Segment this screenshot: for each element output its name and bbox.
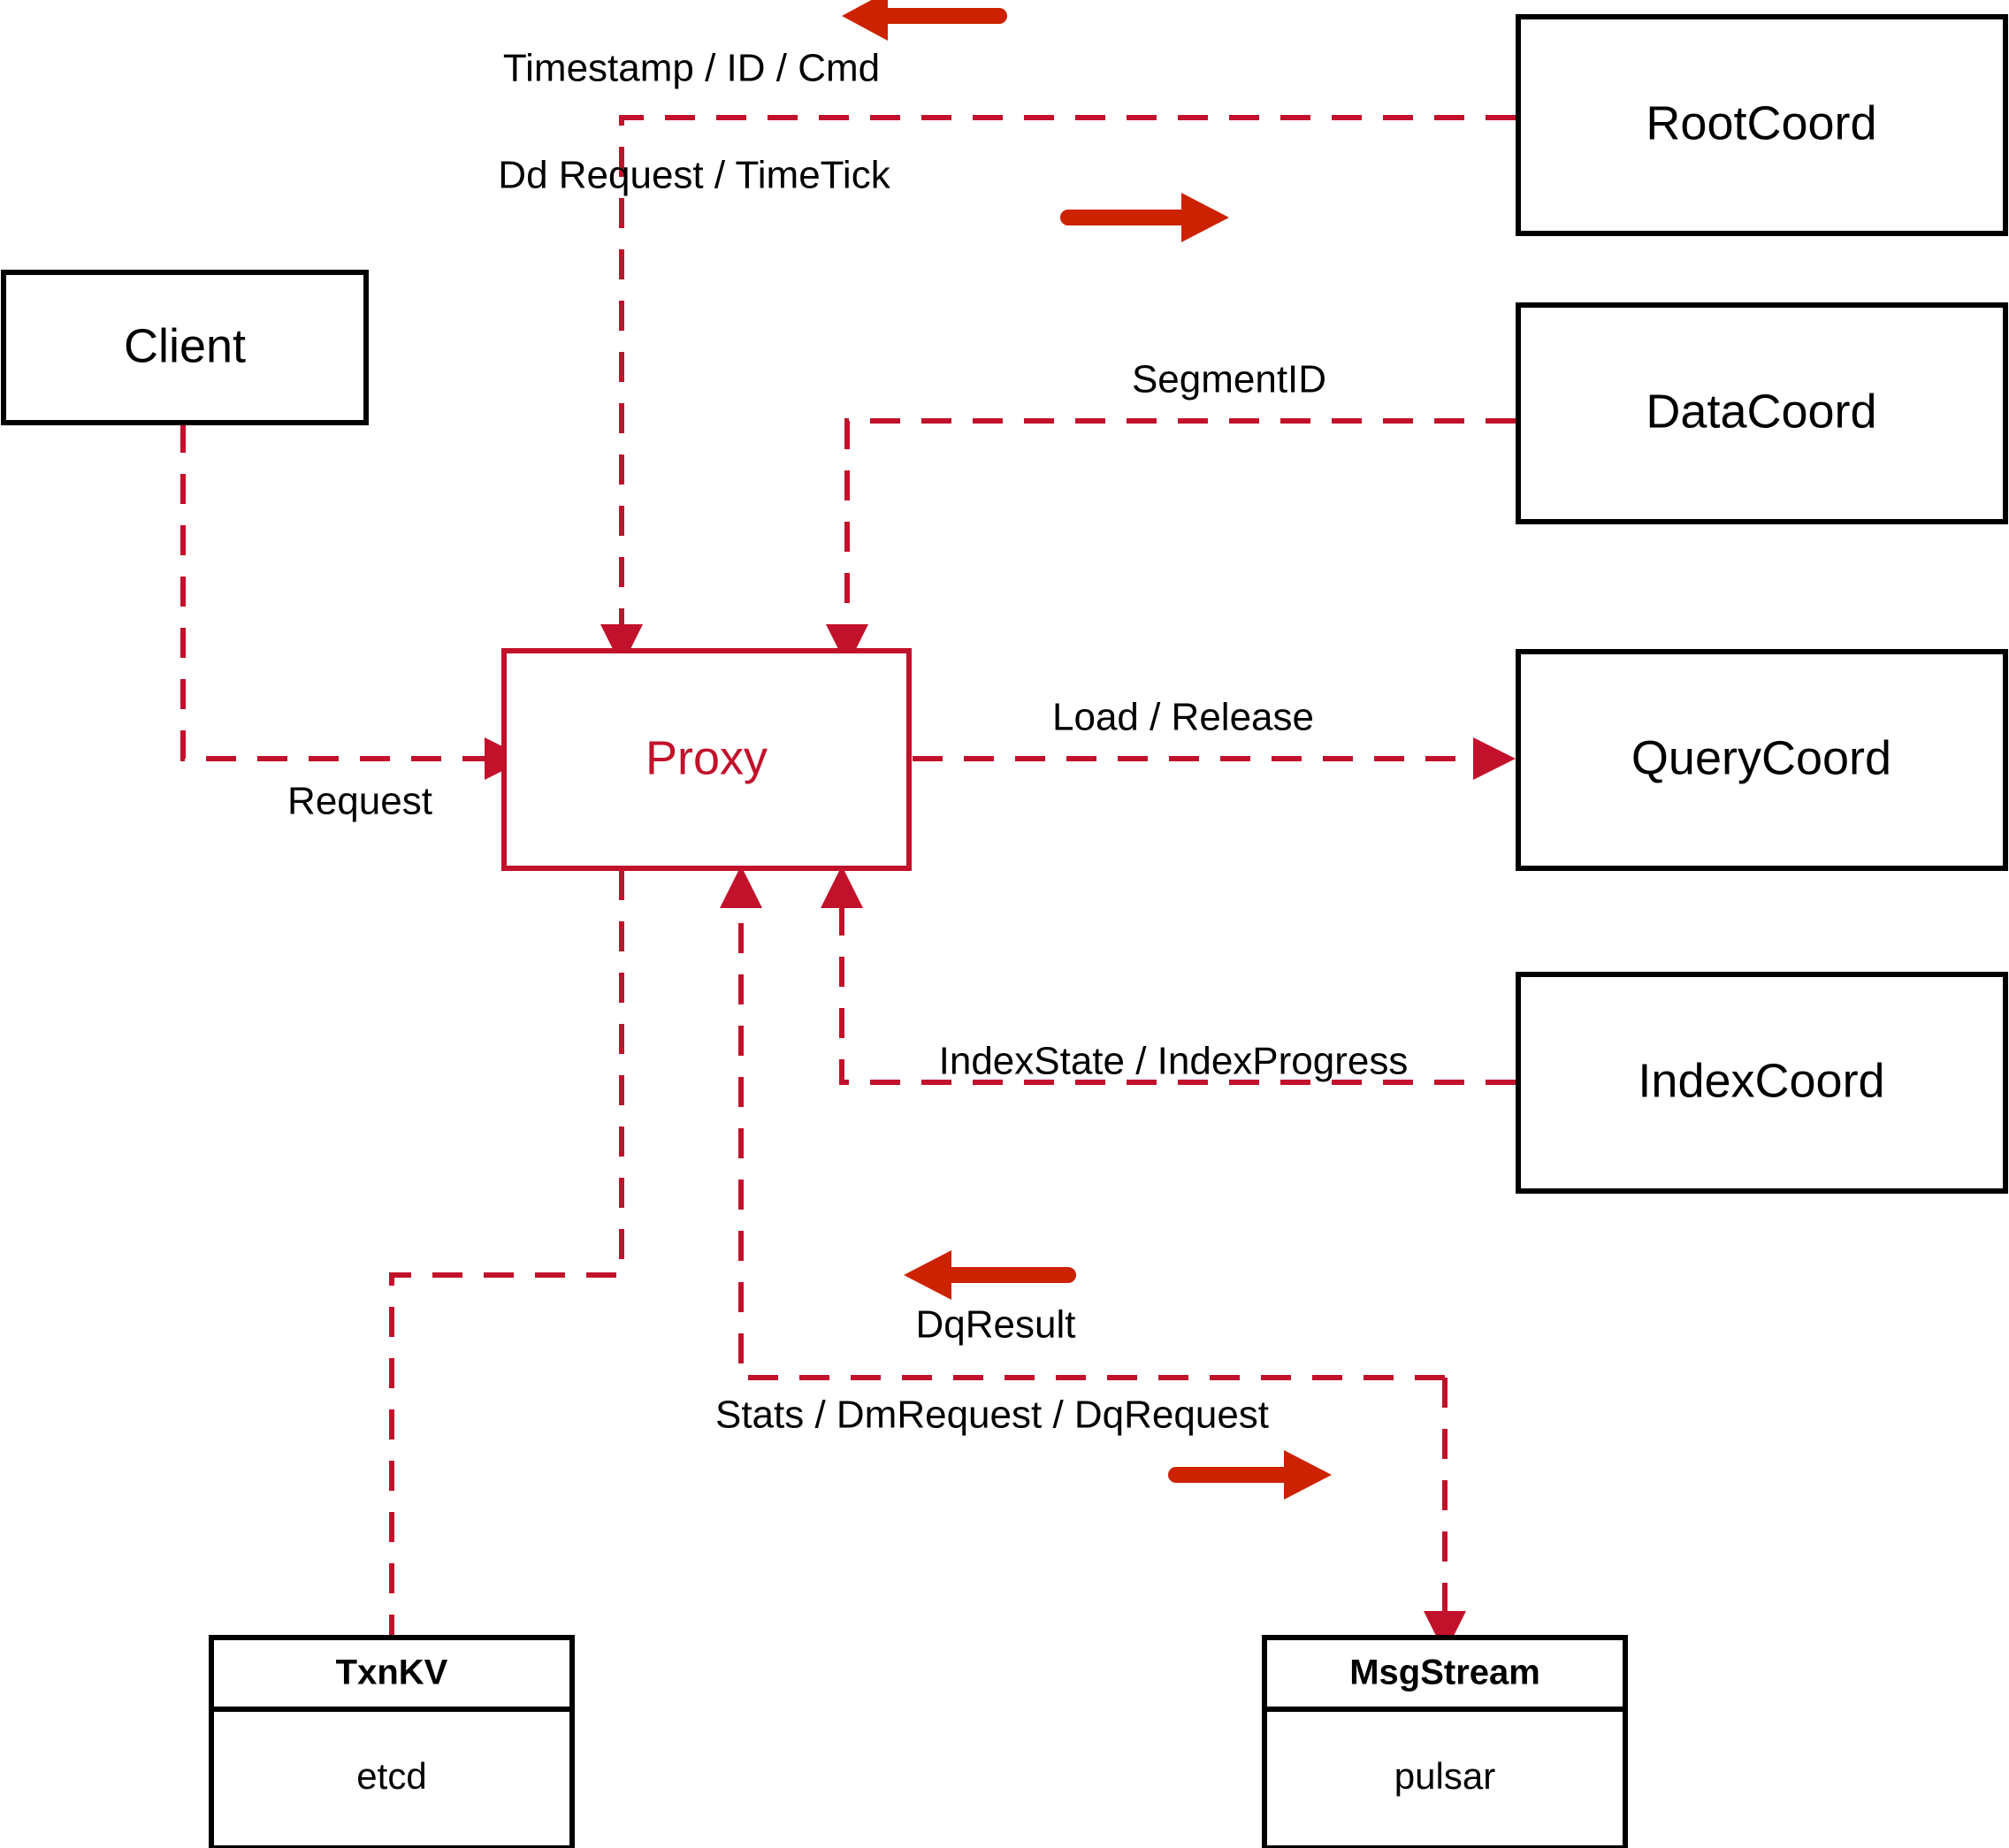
edge-indexcoord-to-proxy [821, 866, 1516, 1085]
client-box[interactable] [1, 270, 369, 425]
direction-marker-ddrequest-right-arrow [1060, 193, 1229, 242]
timestamp-arrow-head-icon [842, 0, 888, 41]
datacoord-label: DataCoord [1646, 385, 1876, 438]
txnkv-title: TxnKV [336, 1653, 448, 1692]
txnkv-box[interactable] [209, 1635, 575, 1848]
edge-label-ddrequest: Dd Request / TimeTick [498, 154, 890, 197]
msgstream-impl: pulsar [1394, 1755, 1495, 1797]
edge-datacoord-to-proxy [826, 418, 1516, 667]
node-datacoord[interactable]: DataCoord [1516, 302, 2008, 524]
edge-proxy-to-txnkv [389, 870, 624, 1638]
direction-marker-timestamp-left-arrow [842, 0, 1007, 41]
edge-path-segmentid [844, 418, 1516, 624]
edge-path-timestamp [619, 115, 1516, 624]
node-rootcoord[interactable]: RootCoord [1516, 14, 2008, 236]
edge-label-segmentid: SegmentID [1132, 358, 1326, 401]
indexcoord-box[interactable] [1516, 972, 2008, 1194]
node-txnkv[interactable]: TxnKV etcd [209, 1635, 575, 1848]
edge-label-timestamp: Timestamp / ID / Cmd [503, 47, 880, 90]
direction-marker-dqrequest-right-arrow [1168, 1450, 1332, 1500]
edge-path-txnkv [389, 870, 624, 1638]
edge-rootcoord-to-proxy [600, 115, 1516, 667]
edge-label-request: Request [287, 780, 432, 823]
arrowhead-dqresult [720, 866, 762, 908]
proxy-box[interactable] [501, 648, 912, 871]
arrowhead-dqrequest [1424, 1611, 1466, 1653]
direction-marker-dqresult-left-arrow [904, 1250, 1076, 1300]
dqrequest-arrow-head-icon [1284, 1450, 1332, 1500]
msgstream-title: MsgStream [1349, 1653, 1540, 1692]
rootcoord-box[interactable] [1516, 14, 2008, 236]
datacoord-box[interactable] [1516, 302, 2008, 524]
node-proxy[interactable]: Proxy [501, 648, 912, 871]
edge-msgstream-to-proxy [720, 866, 1445, 1380]
proxy-label: Proxy [645, 731, 768, 784]
edge-path-dqresult [738, 908, 1445, 1380]
edge-label-loadrelease: Load / Release [1052, 696, 1314, 739]
edge-proxy-to-msgstream [1424, 1378, 1466, 1653]
ddrequest-arrow-head-icon [1181, 193, 1229, 242]
edge-proxy-to-querycoord [913, 737, 1516, 780]
querycoord-box[interactable] [1516, 649, 2008, 871]
edge-label-dqrequest: Stats / DmRequest / DqRequest [715, 1394, 1269, 1437]
edge-label-dqresult: DqResult [916, 1303, 1076, 1347]
node-client[interactable]: Client [1, 270, 369, 425]
txnkv-impl: etcd [356, 1755, 426, 1797]
node-msgstream[interactable]: MsgStream pulsar [1262, 1635, 1628, 1848]
edge-label-indexstate: IndexState / IndexProgress [939, 1040, 1409, 1083]
rootcoord-label: RootCoord [1646, 96, 1876, 149]
msgstream-box[interactable] [1262, 1635, 1628, 1848]
arrowhead-segmentid [826, 624, 868, 667]
arrowhead-loadrelease [1473, 737, 1516, 780]
edge-path-request [180, 423, 485, 761]
arrowhead-indexstate [821, 866, 863, 908]
node-querycoord[interactable]: QueryCoord [1516, 649, 2008, 871]
edge-path-indexstate [839, 908, 1516, 1085]
indexcoord-label: IndexCoord [1638, 1054, 1884, 1107]
node-indexcoord[interactable]: IndexCoord [1516, 972, 2008, 1194]
client-label: Client [124, 319, 246, 372]
arrowhead-timestamp [600, 624, 643, 667]
edge-client-to-proxy [180, 423, 527, 780]
dqresult-arrow-head-icon [904, 1250, 951, 1300]
querycoord-label: QueryCoord [1631, 731, 1891, 784]
